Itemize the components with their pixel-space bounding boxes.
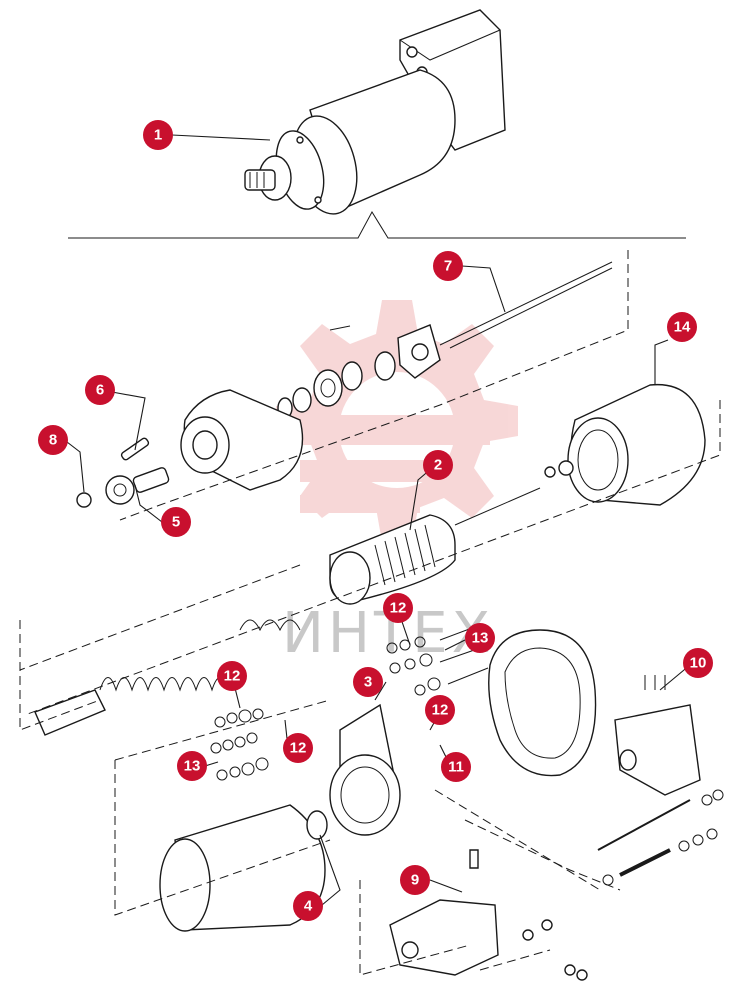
- callout-8: 8: [38, 425, 68, 455]
- callout-9-label: 9: [411, 872, 419, 889]
- callout-12-b-label: 12: [224, 668, 241, 685]
- callout-11-label: 11: [448, 759, 464, 776]
- callout-5: 5: [161, 507, 191, 537]
- callout-8-label: 8: [49, 432, 57, 449]
- callout-14-label: 14: [674, 319, 691, 336]
- callout-7-label: 7: [444, 258, 452, 275]
- exploded-parts: [34, 261, 724, 981]
- watermark-gear-logo: [276, 300, 518, 542]
- callout-14: 14: [667, 312, 697, 342]
- callout-4-label: 4: [304, 898, 313, 915]
- callout-10: 10: [683, 648, 713, 678]
- callout-1-label: 1: [154, 127, 162, 144]
- callout-13-b-label: 13: [184, 758, 201, 775]
- callout-6: 6: [85, 375, 115, 405]
- callout-12-d-label: 12: [290, 740, 307, 757]
- callout-3: 3: [353, 667, 383, 697]
- callout-1: 1: [143, 120, 173, 150]
- callout-10-label: 10: [690, 655, 707, 672]
- callout-11: 11: [441, 752, 471, 782]
- callout-5-label: 5: [172, 514, 180, 531]
- callout-12-d: 12: [283, 733, 313, 763]
- callout-13-a: 13: [465, 623, 495, 653]
- callout-6-label: 6: [96, 382, 104, 399]
- callout-12-a: 12: [383, 593, 413, 623]
- callout-7: 7: [433, 251, 463, 281]
- callout-13-b: 13: [177, 751, 207, 781]
- callout-4: 4: [293, 891, 323, 921]
- callout-12-a-label: 12: [390, 600, 407, 617]
- callout-2-label: 2: [434, 457, 442, 474]
- callout-13-a-label: 13: [472, 630, 489, 647]
- callout-3-label: 3: [364, 674, 372, 691]
- callout-12-c: 12: [425, 695, 455, 725]
- assembled-starter-illustration: [244, 9, 506, 215]
- callout-9: 9: [400, 865, 430, 895]
- callout-2: 2: [423, 450, 453, 480]
- callout-12-c-label: 12: [432, 702, 449, 719]
- section-divider: [68, 210, 686, 239]
- callout-12-b: 12: [217, 661, 247, 691]
